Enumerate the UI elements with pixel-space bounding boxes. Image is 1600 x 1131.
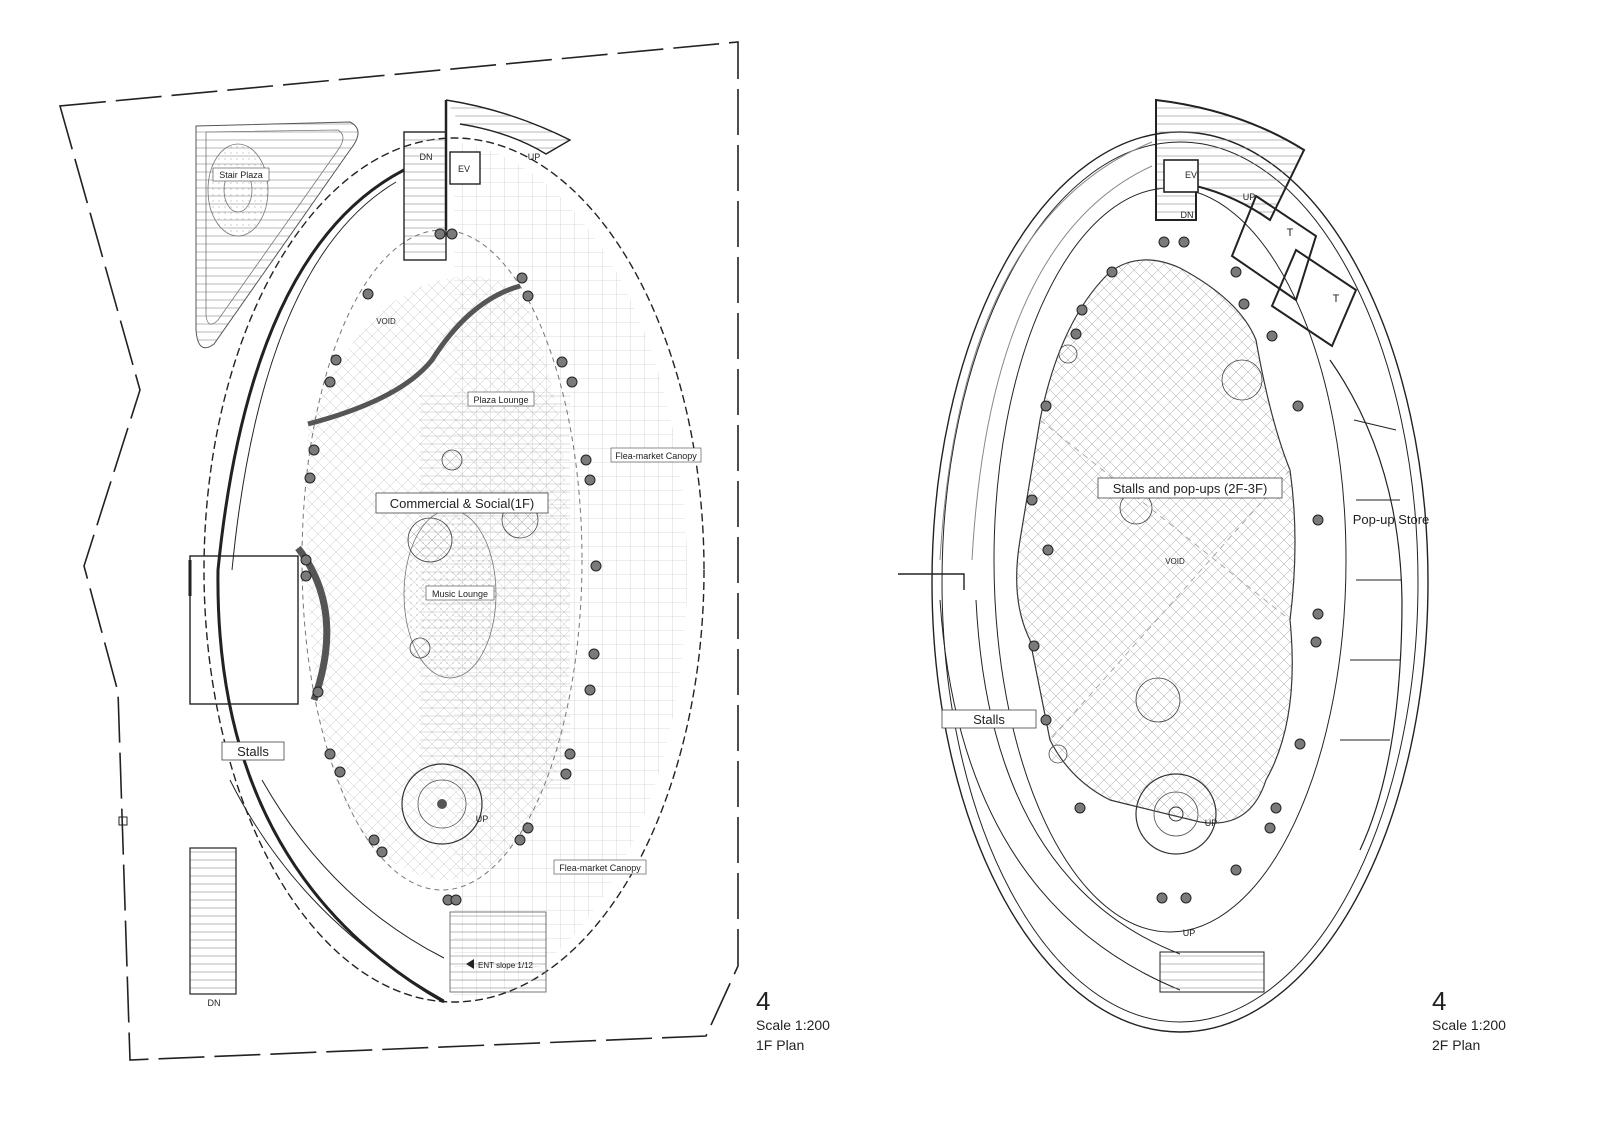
plan-2f: EV UP DN T T Stalls and pop-ups (2F-3F) …	[898, 98, 1506, 1053]
up-label-spiral-1f: UP	[476, 814, 489, 824]
spiral-stair-1f	[401, 763, 483, 845]
scale-label-1f: Scale 1:200	[756, 1017, 830, 1033]
plan-name-2f: 2F Plan	[1432, 1037, 1480, 1053]
columns-2f	[1026, 236, 1324, 904]
dn-label-top-2f: DN	[1181, 210, 1194, 220]
ev-label-2f: EV	[1185, 170, 1197, 180]
up-label-top-2f: UP	[1243, 192, 1256, 202]
north-symbol-2f: 4	[1432, 986, 1446, 1016]
stair-plaza: Stair Plaza	[195, 121, 359, 349]
spiral-stair-2f	[1135, 773, 1217, 855]
columns-1f	[300, 228, 602, 906]
music-lounge-label: Music Lounge	[432, 589, 488, 599]
plan-1f: Stair Plaza	[58, 41, 830, 1061]
scale-label-2f: Scale 1:200	[1432, 1017, 1506, 1033]
toilet-label-2: T	[1333, 293, 1340, 305]
site-boundary-1f	[58, 41, 739, 1061]
flea-market-canopy-label-2: Flea-market Canopy	[559, 863, 641, 873]
stalls-label-2f: Stalls	[973, 712, 1005, 727]
stair-plaza-label: Stair Plaza	[219, 170, 263, 180]
toilet-label-1: T	[1287, 227, 1294, 239]
stalls-label-1f: Stalls	[237, 744, 269, 759]
void-label-1f: VOID	[376, 317, 396, 326]
ev-label-1f: EV	[458, 164, 470, 174]
plaza-lounge-label: Plaza Lounge	[473, 395, 528, 405]
dn-label-bottom-1f: DN	[208, 998, 221, 1008]
north-symbol-1f: 4	[756, 986, 770, 1016]
plan-name-1f: 1F Plan	[756, 1037, 804, 1053]
dn-label-top-1f: DN	[420, 152, 433, 162]
popup-store-label: Pop-up Store	[1353, 512, 1430, 527]
flea-market-canopy-label-1: Flea-market Canopy	[615, 451, 697, 461]
survey-marker-icon	[118, 816, 128, 826]
up-label-spiral-2f: UP	[1205, 818, 1218, 828]
up-label-top-1f: UP	[528, 152, 541, 162]
up-label-bottom-2f: UP	[1183, 928, 1196, 938]
void-region-2f	[1016, 259, 1296, 824]
entrance-label: ENT slope 1/12	[478, 961, 534, 970]
void-label-2f: VOID	[1165, 557, 1185, 566]
stalls-popups-label: Stalls and pop-ups (2F-3F)	[1113, 481, 1268, 496]
commercial-social-label: Commercial & Social(1F)	[390, 496, 534, 511]
entrance-arrow-icon	[466, 959, 474, 969]
